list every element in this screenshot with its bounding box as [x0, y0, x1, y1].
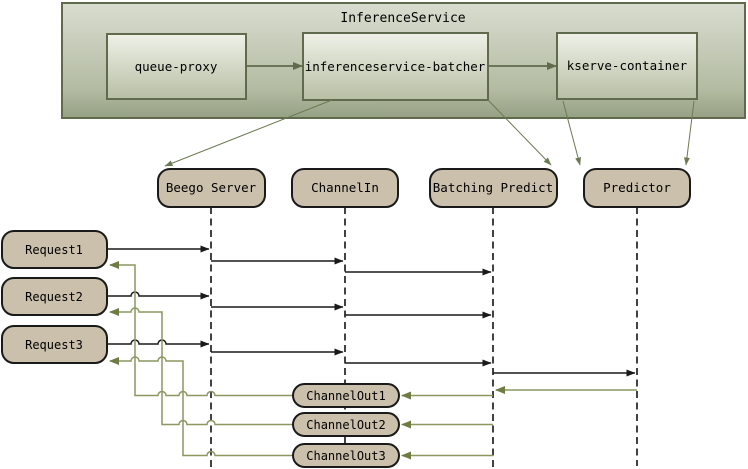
box-request1-label: Request1 [25, 243, 83, 257]
node-inferenceservice-batcher-label: inferenceservice-batcher [305, 59, 486, 74]
box-channelout1-label: ChannelOut1 [306, 389, 385, 403]
box-request2-label: Request2 [25, 290, 83, 304]
box-request1 [1, 230, 108, 269]
response-messages [109, 261, 637, 460]
box-channelout2 [292, 412, 400, 437]
header-batching-predict-label: Batching Predict [433, 180, 553, 195]
node-inferenceservice-batcher [302, 32, 489, 101]
node-queue-proxy [106, 33, 247, 100]
box-request2 [1, 277, 108, 316]
channel-out-boxes: ChannelOut1 ChannelOut2 ChannelOut3 [292, 383, 400, 468]
inference-service-container: InferenceService queue-proxy inferencese… [61, 2, 746, 119]
return-channelout2-to-request2 [109, 307, 293, 426]
connector-kserve-to-predictor-right [683, 100, 695, 166]
box-request3-label: Request3 [25, 338, 83, 352]
header-batching-predict [429, 168, 558, 208]
header-beego-server [157, 168, 266, 208]
header-channelin-label: ChannelIn [311, 180, 379, 195]
request-messages [107, 245, 636, 377]
msg-request3-to-beego [107, 339, 210, 348]
connector-batcher-to-beego [164, 99, 333, 167]
inference-service-title: InferenceService [340, 11, 465, 26]
node-kserve-container-label: kserve-container [567, 58, 688, 73]
box-channelout1 [292, 383, 400, 408]
deployment-connectors [164, 99, 695, 167]
header-channelin [291, 168, 399, 208]
box-channelout3-label: ChannelOut3 [306, 449, 385, 463]
lifelines [210, 207, 638, 468]
box-request3 [1, 325, 108, 364]
header-predictor [583, 168, 691, 208]
return-channelout1-to-request1 [109, 261, 293, 397]
node-queue-proxy-label: queue-proxy [135, 59, 218, 74]
box-channelout3 [292, 443, 400, 468]
request-boxes: Request1 Request2 Request3 [1, 230, 108, 364]
node-kserve-container [556, 32, 698, 100]
connector-batcher-to-batching-predict [487, 99, 552, 166]
header-predictor-label: Predictor [603, 180, 671, 195]
connector-kserve-to-predictor-left [562, 100, 581, 166]
header-beego-server-label: Beego Server [166, 180, 257, 195]
box-channelout2-label: ChannelOut2 [306, 418, 385, 432]
return-channelout3-to-request3 [109, 356, 293, 457]
lifeline-headers: Beego Server ChannelIn Batching Predict … [157, 168, 691, 208]
msg-request2-to-beego [107, 291, 210, 300]
